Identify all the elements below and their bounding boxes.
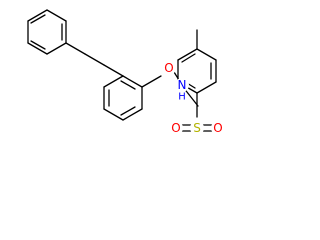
oxygen-sulfonyl-left-label: O xyxy=(171,121,180,135)
bond xyxy=(141,75,162,88)
ethylene-linker xyxy=(65,42,124,77)
bond xyxy=(122,108,143,121)
bond xyxy=(103,108,124,121)
benzene-ring xyxy=(103,75,143,121)
chemical-structure: O N H S O O xyxy=(27,9,225,135)
bond xyxy=(103,75,124,88)
bond xyxy=(103,64,124,77)
atom-labels: O N H S O O xyxy=(162,61,225,135)
double-bond-inner xyxy=(181,53,196,63)
bond xyxy=(122,75,143,88)
nitrogen-label: N xyxy=(178,78,187,92)
bond xyxy=(65,42,86,55)
bond xyxy=(196,81,217,94)
oxygen-sulfonyl-right-label: O xyxy=(213,121,222,135)
nitrogen-hydrogen-label: H xyxy=(178,92,186,103)
bond xyxy=(46,9,67,22)
bond xyxy=(27,42,48,55)
bond xyxy=(27,9,48,22)
double-bond-inner xyxy=(30,40,46,50)
bond xyxy=(46,42,67,55)
oxygen-ether-label: O xyxy=(164,61,173,75)
sulfur-label: S xyxy=(193,121,201,135)
double-bond-inner xyxy=(120,106,136,116)
double-bond-inner xyxy=(30,14,46,24)
bond xyxy=(196,48,217,61)
phenyl-ring xyxy=(27,9,67,55)
bond xyxy=(84,53,105,66)
double-bond-inner xyxy=(120,80,136,90)
bond xyxy=(177,48,198,61)
